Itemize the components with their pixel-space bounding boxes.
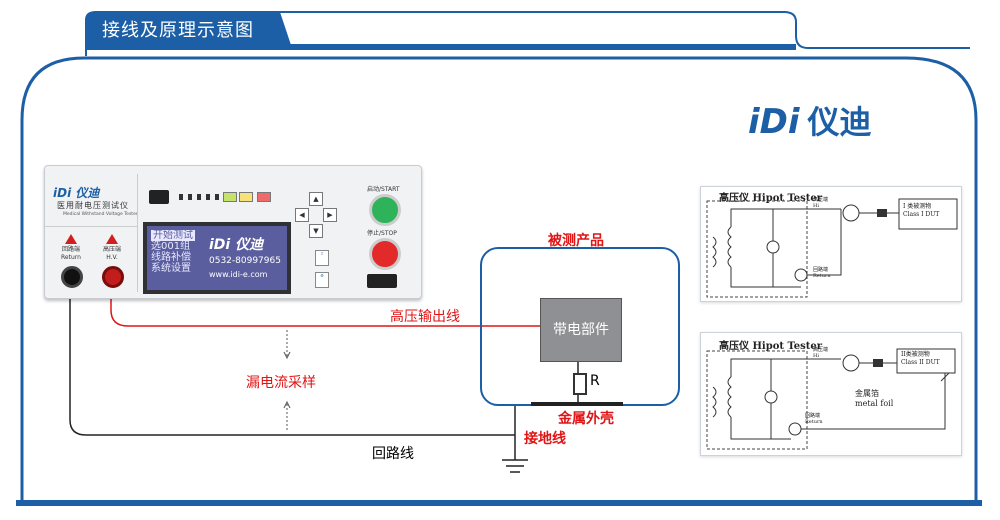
status-indicator-green — [223, 192, 237, 202]
schematic-class2-title: 高压仪 Hipot Tester — [719, 341, 823, 352]
schematic-class1: 高压仪 Hipot Tester 高压端 Hi 回路端 Return I 类被测… — [700, 186, 962, 302]
device-divider-mid — [137, 174, 138, 292]
lcd-menu-item[interactable]: 系统设置 — [151, 263, 191, 274]
device-divider-left — [45, 226, 137, 227]
warning-icon-hv — [106, 234, 118, 244]
return-terminal[interactable] — [61, 266, 83, 288]
stop-label: 停止/STOP — [367, 230, 397, 237]
lcd-screen: 开始测试 选001组 线路补偿 系统设置 iDi 仪迪 0532-8099796… — [143, 222, 291, 294]
page-title: 接线及原理示意图 — [102, 20, 254, 41]
leakage-sampling-label: 漏电流采样 — [246, 375, 316, 391]
tester-device: iDi 仪迪 医用耐电压测试仪 Medical Withstand Voltag… — [44, 165, 422, 299]
hv-terminal[interactable] — [102, 266, 124, 288]
device-logo: iDi 仪迪 — [53, 186, 100, 200]
return-wire — [69, 280, 515, 436]
power-switch[interactable] — [367, 274, 397, 288]
schematic-class1-circuit — [706, 198, 958, 298]
schematic-class2-dut: II类被测物 Class II DUT — [901, 351, 940, 366]
schematic-class2-return: 回路端 Return — [805, 413, 823, 425]
schematic-class1-dut: I 类被测物 Class I DUT — [903, 203, 940, 218]
start-label: 启动/START — [367, 186, 400, 193]
schematic-class2-foil: 金属箔 metal foil — [855, 389, 894, 408]
usb-port[interactable] — [149, 190, 169, 204]
brand-name: 仪迪 — [807, 103, 872, 141]
device-name-en: Medical Withstand Voltage Tester — [63, 212, 138, 217]
lcd-menu-item[interactable]: 线路补偿 — [151, 252, 191, 263]
lcd-website: www.idi-e.com — [209, 270, 268, 279]
status-indicator-yellow — [239, 192, 253, 202]
lcd-phone: 0532-80997965 — [209, 256, 281, 266]
start-button[interactable] — [369, 194, 401, 226]
return-terminal-label-en: Return — [61, 254, 81, 261]
lcd-menu: 开始测试 选001组 线路补偿 系统设置 — [151, 230, 195, 274]
hv-terminal-label-en: H.V. — [106, 254, 118, 261]
device-name: 医用耐电压测试仪 — [57, 201, 129, 210]
down-arrow-button[interactable]: ▼ — [309, 224, 323, 238]
hv-line-label: 高压输出线 — [390, 309, 460, 325]
schematic-class2-hi: 高压端 Hi — [813, 347, 829, 359]
left-arrow-button[interactable]: ◀ — [295, 208, 309, 222]
schematic-class2: 高压仪 Hipot Tester 高压端 Hi 回路端 Return II类被测… — [700, 332, 962, 456]
right-arrow-button[interactable]: ▶ — [323, 208, 337, 222]
ground-line-label: 接地线 — [524, 431, 566, 447]
shift-key[interactable]: ⇧ — [315, 250, 329, 266]
live-part: 带电部件 — [540, 298, 622, 362]
schematic-class1-title: 高压仪 Hipot Tester — [719, 193, 823, 204]
schematic-class1-hi: 高压端 Hi — [813, 197, 829, 209]
resistor — [573, 373, 587, 395]
dut-label: 被测产品 — [548, 233, 604, 249]
lcd-menu-item[interactable]: 开始测试 — [151, 230, 195, 241]
warning-icon-return — [65, 234, 77, 244]
return-terminal-label-cn: 回路端 — [61, 246, 80, 253]
status-indicator-red — [257, 192, 271, 202]
hv-output-wire — [110, 280, 540, 327]
schematic-class2-circuit — [706, 348, 956, 450]
stop-button[interactable] — [369, 238, 401, 270]
hv-terminal-label-cn: 高压端 — [102, 246, 121, 253]
metal-case-label: 金属外壳 — [558, 411, 614, 427]
up-arrow-button[interactable]: ▲ — [309, 192, 323, 206]
return-line-label: 回路线 — [372, 446, 414, 462]
lcd-menu-item[interactable]: 选001组 — [151, 241, 191, 252]
system-key[interactable]: ⚙ — [315, 272, 329, 288]
ground-symbol — [502, 459, 528, 473]
lcd-logo: iDi 仪迪 — [209, 237, 264, 253]
schematic-class1-return: 回路端 Return — [813, 267, 831, 279]
resistor-label: R — [590, 373, 600, 389]
brand-logo-text: iDi — [748, 102, 800, 142]
indicator-leds — [179, 194, 219, 200]
metal-case — [531, 402, 623, 406]
